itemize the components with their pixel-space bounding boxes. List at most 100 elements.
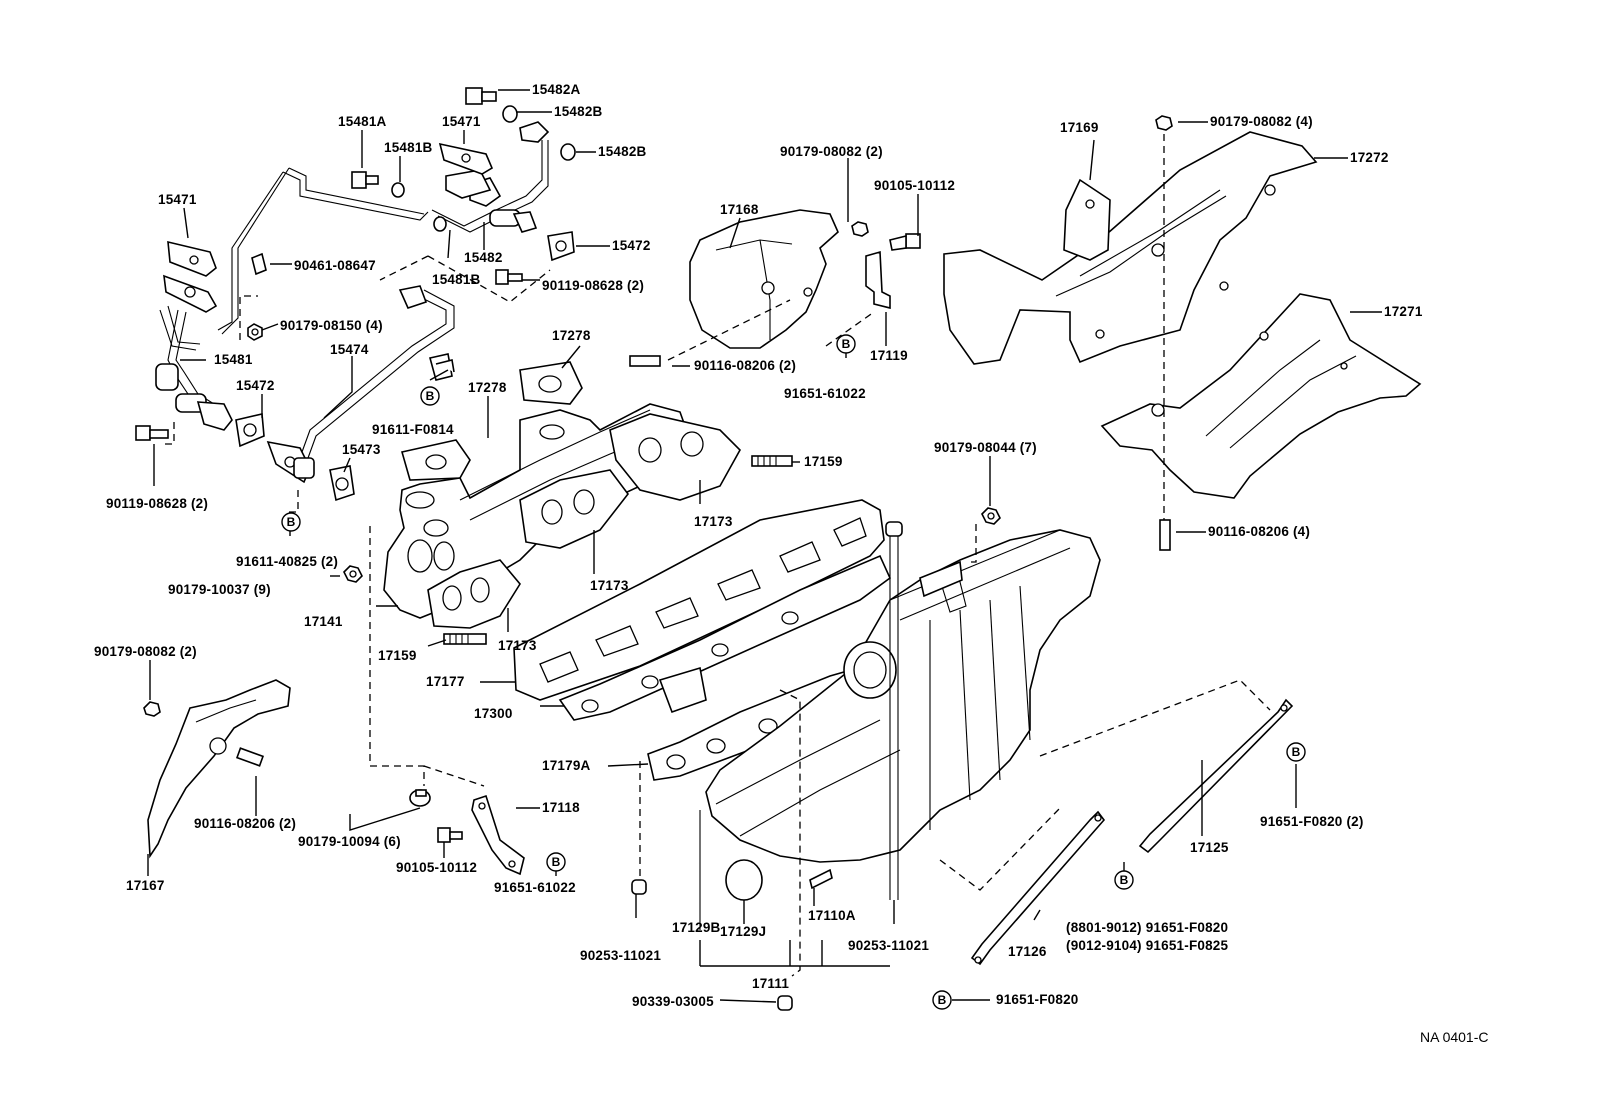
label-15481A: 15481A <box>338 114 387 129</box>
stud-17159-lower <box>443 633 487 645</box>
ref-marker-b-1: B <box>420 386 440 406</box>
manifold-stay-17125 <box>1138 698 1294 854</box>
nut-90179-08082-c <box>143 701 161 717</box>
stud-90116-08206-c <box>235 747 265 767</box>
heat-insulator-17167 <box>147 679 291 859</box>
label-15481B-b: 15481B <box>432 272 481 287</box>
label-17177: 17177 <box>426 674 465 689</box>
ref-marker-b-6: B <box>1114 870 1134 890</box>
label-90179-10037: 90179-10037 (9) <box>168 582 271 597</box>
label-15482B-a: 15482B <box>554 104 603 119</box>
heat-shield-17272 <box>943 131 1318 365</box>
washer-15482B-b <box>560 143 576 161</box>
exhaust-manifold-group <box>343 361 793 787</box>
label-15474: 15474 <box>330 342 369 357</box>
manifold-stay-17126 <box>970 810 1106 966</box>
label-90179-08044: 90179-08044 (7) <box>934 440 1037 455</box>
label-17125: 17125 <box>1190 840 1229 855</box>
label-15482A: 15482A <box>532 82 581 97</box>
svg-text:B: B <box>552 855 561 869</box>
label-90116-08206-4: 90116-08206 (4) <box>1208 524 1310 539</box>
label-15472-left: 15472 <box>236 378 275 393</box>
label-90119-08628-left: 90119-08628 (2) <box>106 496 208 511</box>
label-15471-upper: 15471 <box>442 114 481 129</box>
label-90116-08206-2-left: 90116-08206 (2) <box>194 816 296 831</box>
label-17159-upper: 17159 <box>804 454 843 469</box>
svg-text:B: B <box>1120 873 1129 887</box>
nut-90179-08082-b <box>1155 115 1173 131</box>
bracket-17118 <box>471 794 525 876</box>
bolt-90105-10112-a <box>889 233 921 251</box>
hose-90253-11021-left <box>631 879 647 895</box>
svg-text:B: B <box>842 337 851 351</box>
washer-15481B-b <box>433 216 447 232</box>
heat-insulator-17168-group <box>629 209 921 367</box>
label-17167: 17167 <box>126 878 165 893</box>
nut-90179-08044 <box>981 507 1001 525</box>
hose-90253-11021-right <box>885 521 903 900</box>
nut-90179-10094 <box>409 789 431 807</box>
label-17159-lower: 17159 <box>378 648 417 663</box>
label-17118: 17118 <box>542 800 580 815</box>
label-17126: 17126 <box>1008 944 1047 959</box>
ref-marker-b-2: B <box>281 512 301 532</box>
label-90105-10112-bottom: 90105-10112 <box>396 860 477 875</box>
label-91651-61022-top: 91651-61022 <box>784 386 866 401</box>
label-17173-c: 17173 <box>694 514 733 529</box>
label-15481B-a: 15481B <box>384 140 433 155</box>
nut-90179-10037 <box>343 565 363 583</box>
gasket-17173-c <box>609 413 741 501</box>
stud-90116-08206-b <box>1159 519 1171 551</box>
nut-90179-08082-a <box>851 221 869 237</box>
hose-17110A <box>809 868 833 890</box>
label-17129B: 17129B <box>672 920 721 935</box>
ref-marker-b-3: B <box>836 334 856 354</box>
label-17129J: 17129J <box>720 924 766 939</box>
label-17300: 17300 <box>474 706 513 721</box>
bolt-90105-10112-b <box>437 827 463 843</box>
label-90179-08150: 90179-08150 (4) <box>280 318 383 333</box>
bolt-15482A <box>465 87 497 105</box>
part-labels: 15482A 15482B 15482B 15481A 15471 15481B… <box>94 82 1423 1009</box>
ref-marker-b-4: B <box>546 852 566 872</box>
bolt-15481A <box>351 171 379 189</box>
label-17271: 17271 <box>1384 304 1423 319</box>
label-90253-11021-left: 90253-11021 <box>580 948 661 963</box>
label-90179-08082-2-left: 90179-08082 (2) <box>94 644 197 659</box>
label-91651-F0820: 91651-F0820 <box>996 992 1079 1007</box>
label-91611-40825: 91611-40825 (2) <box>236 554 338 569</box>
label-17278-lower: 17278 <box>468 380 507 395</box>
nut-90179-08150 <box>247 323 263 341</box>
washer-15482B-a <box>502 105 518 123</box>
label-91651-F0820-2: 91651-F0820 (2) <box>1260 814 1364 829</box>
heat-shield-group <box>943 115 1422 551</box>
label-15482B-b: 15482B <box>598 144 647 159</box>
label-15481: 15481 <box>214 352 253 367</box>
label-17119: 17119 <box>870 348 908 363</box>
label-91651-61022-bottom: 91651-61022 <box>494 880 576 895</box>
gasket-17173-b <box>519 469 630 549</box>
clip-90461-08647 <box>251 252 267 276</box>
label-15482: 15482 <box>464 250 503 265</box>
svg-text:B: B <box>1292 745 1301 759</box>
label-17111: 17111 <box>752 976 789 991</box>
ref-marker-b-5: B <box>1286 742 1306 762</box>
heat-shield-17169 <box>1063 178 1111 261</box>
manifold-stay-group <box>970 698 1294 966</box>
ref-marker-b-group: B B B B B B B <box>281 334 1306 1010</box>
bracket-17119 <box>865 250 891 310</box>
label-17168: 17168 <box>720 202 759 217</box>
label-17173-b: 17173 <box>590 578 629 593</box>
intake-manifold-group <box>513 499 1271 1011</box>
label-90461-08647: 90461-08647 <box>294 258 376 273</box>
label-91611-F0814: 91611-F0814 <box>372 422 454 437</box>
label-17110A: 17110A <box>808 908 856 923</box>
label-17278-upper: 17278 <box>552 328 591 343</box>
label-15472-upper: 15472 <box>612 238 651 253</box>
svg-text:B: B <box>938 993 947 1007</box>
label-15473: 15473 <box>342 442 381 457</box>
svg-text:B: B <box>287 515 296 529</box>
label-90179-08082-4: 90179-08082 (4) <box>1210 114 1313 129</box>
leader-lines <box>147 89 1382 1003</box>
washer-15481B-a <box>391 182 405 198</box>
